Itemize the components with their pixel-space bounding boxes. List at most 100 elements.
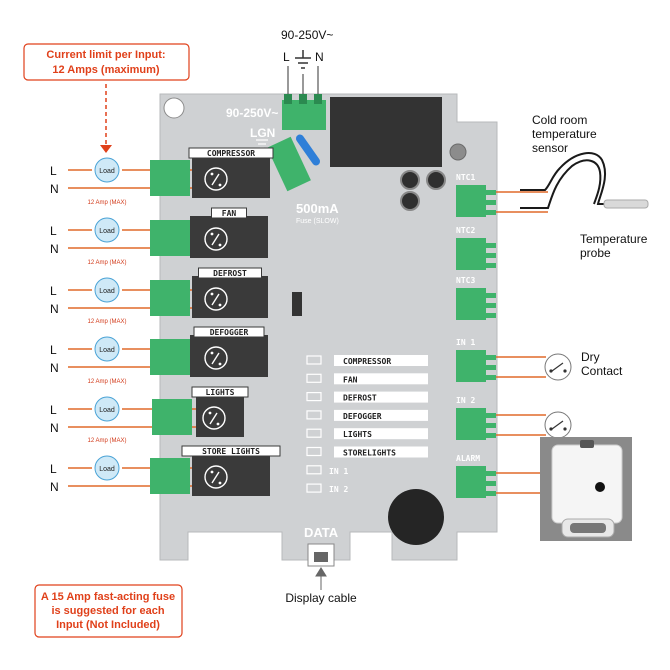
led-indicator: COMPRESSOR <box>306 355 428 366</box>
data-label: DATA <box>304 525 339 540</box>
connector-label: ALARM <box>456 454 480 463</box>
power-n-label: N <box>315 50 324 64</box>
amp-rating-note: 12 Amp (MAX) <box>87 319 126 325</box>
output-terminal-block <box>150 160 190 196</box>
neutral-label: N <box>50 421 59 435</box>
led-label: FAN <box>343 375 358 384</box>
display-cable-arrow <box>315 567 327 590</box>
load-label: Load <box>99 347 115 354</box>
ground-symbol <box>295 50 311 69</box>
output-terminal-block <box>150 220 190 256</box>
led-icon <box>306 446 322 457</box>
output-terminal-block <box>150 280 190 316</box>
fuse <box>295 134 321 166</box>
led-icon <box>306 392 322 402</box>
input-connector: NTC3 <box>456 276 496 320</box>
relay-switch-icon <box>204 465 228 489</box>
led-icon <box>306 373 322 383</box>
connector-terminal-block <box>456 350 486 382</box>
neutral-label: N <box>50 361 59 375</box>
led-label: STORELIGHTS <box>343 449 396 458</box>
connector-terminal-block <box>456 408 486 440</box>
relay-label: FAN <box>222 209 237 218</box>
neutral-label: N <box>50 182 59 196</box>
led-label-bar <box>334 428 428 440</box>
led-label-bar <box>334 355 428 366</box>
callout-arrowhead <box>100 145 112 153</box>
input-connector: ALARM <box>456 454 548 498</box>
amp-rating-note: 12 Amp (MAX) <box>87 200 126 206</box>
output-terminal-block <box>150 458 190 494</box>
led-icon <box>306 410 322 420</box>
relay-label: COMPRESSOR <box>207 149 255 158</box>
relay-label: DEFOGGER <box>210 328 249 337</box>
current-limit-box <box>23 43 190 81</box>
input-connector: IN 1 <box>456 338 572 382</box>
connector-terminal-block <box>456 238 486 270</box>
board-lgn-label: LGN <box>250 126 275 140</box>
led-indicator: DEFROST <box>306 391 428 403</box>
sensor-title-1: Cold room <box>532 113 587 127</box>
relay-label-bar <box>198 267 262 279</box>
buzzer <box>388 489 444 545</box>
led-icon <box>306 465 322 475</box>
fuse-note-line-2: is suggested for each <box>51 605 164 617</box>
neutral-label: N <box>50 480 59 494</box>
load-icon <box>94 157 120 183</box>
led-label: DEFOGGER <box>343 412 382 421</box>
line-label: L <box>50 164 57 178</box>
led-indicator: FAN <box>306 373 428 385</box>
relay-switch-icon <box>204 167 228 191</box>
probe-label-2: probe <box>580 246 611 260</box>
connector-label: NTC1 <box>456 173 475 182</box>
load-icon <box>94 336 120 362</box>
power-voltage-label: 90-250V~ <box>281 28 333 42</box>
relay-body <box>192 454 270 496</box>
current-limit-line-2: 12 Amps (maximum) <box>52 64 160 76</box>
data-connector-slot <box>314 552 328 562</box>
led-indicator: DEFOGGER <box>306 409 428 421</box>
led-icon <box>306 483 322 493</box>
led-label: IN 1 <box>329 467 348 476</box>
input-connector: IN 2 <box>456 396 572 440</box>
relay-body <box>196 395 244 437</box>
relay-label-bar <box>181 445 281 457</box>
fuse-type-label: Fuse (SLOW) <box>296 218 339 225</box>
line-label: L <box>50 343 57 357</box>
connector-label: NTC3 <box>456 276 475 285</box>
led-label-bar <box>334 373 428 385</box>
led-label: DEFROST <box>343 394 377 403</box>
relay-switch-icon <box>202 406 226 430</box>
relay-switch-icon <box>204 287 228 311</box>
dry-contact-label-1: Dry <box>581 350 600 364</box>
relay-label-bar <box>211 207 247 219</box>
led-label-bar <box>334 409 428 421</box>
connector-terminal-block <box>456 288 486 320</box>
load-icon <box>94 396 120 422</box>
led-indicator: LIGHTS <box>306 428 428 440</box>
board-voltage-label: 90-250V~ <box>226 106 278 120</box>
alarm-device <box>540 437 632 541</box>
load-label: Load <box>99 407 115 414</box>
led-label: IN 2 <box>329 485 348 494</box>
led-icon <box>306 428 322 438</box>
line-label: L <box>50 284 57 298</box>
fuse-note-box <box>34 584 183 638</box>
fuse-note-line-3: Input (Not Included) <box>56 619 160 631</box>
load-icon <box>94 277 120 303</box>
capacitor <box>400 170 420 190</box>
amp-rating-note: 12 Amp (MAX) <box>87 379 126 385</box>
display-cable-label: Display cable <box>285 591 357 605</box>
connector-terminal-block <box>456 185 486 217</box>
neutral-label: N <box>50 302 59 316</box>
relay-body <box>192 276 268 318</box>
relay-label: DEFROST <box>213 269 247 278</box>
amp-rating-note: 12 Amp (MAX) <box>87 260 126 266</box>
input-connector: NTC2 <box>456 226 496 270</box>
led-label: COMPRESSOR <box>343 357 391 366</box>
relay-label-bar <box>191 386 249 398</box>
fuse-rating-label: 500mA <box>296 201 339 216</box>
